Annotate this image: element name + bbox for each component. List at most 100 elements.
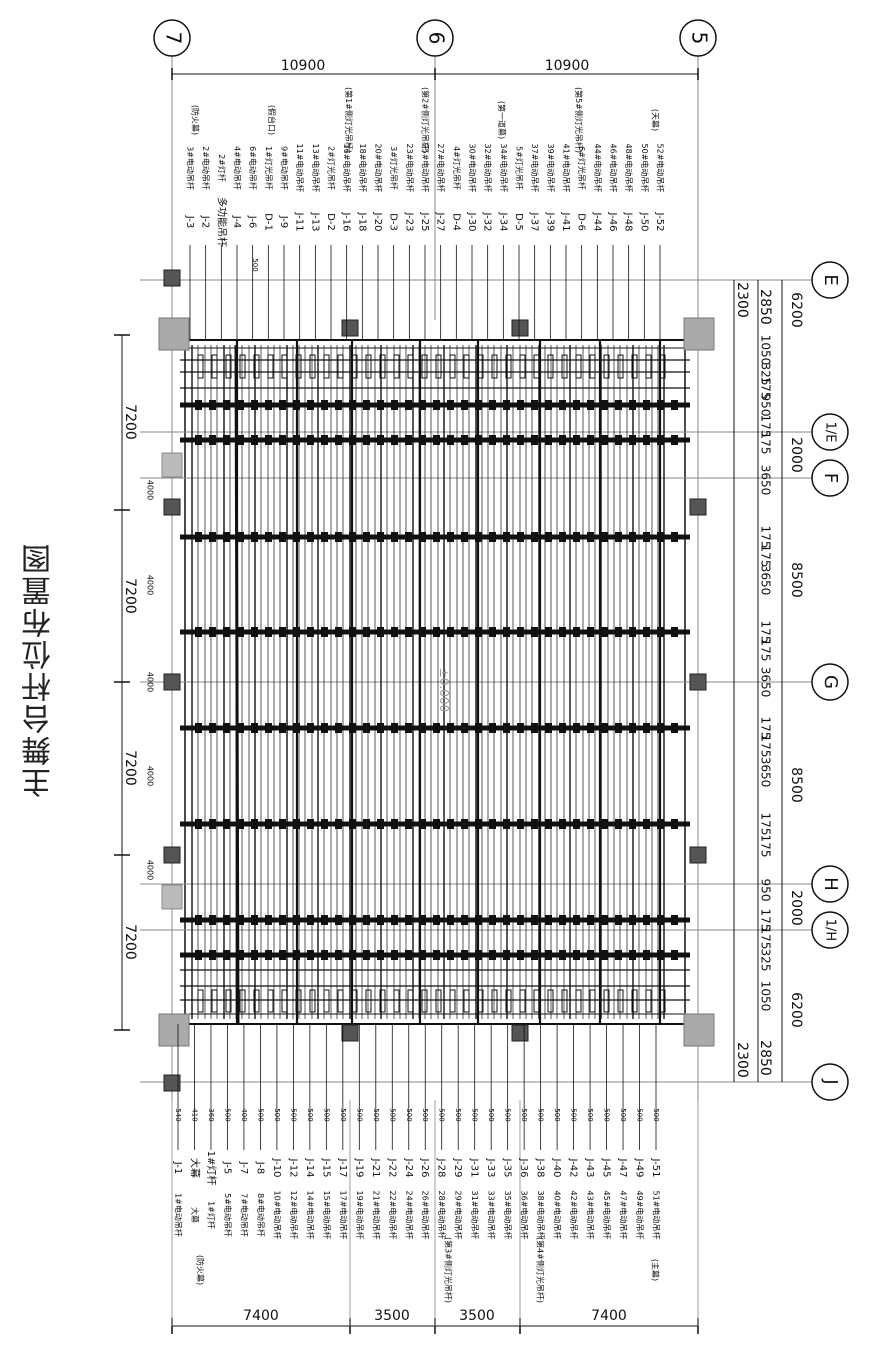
side-spacing-5: 4000 [146, 860, 155, 880]
bottom-bar-label: J-17 [337, 1158, 348, 1178]
rung [617, 989, 624, 1013]
bottom-spacing: 500 [405, 1108, 413, 1121]
column-large [158, 1013, 190, 1047]
dim-left-4: 7200 [122, 924, 138, 960]
rung [533, 989, 540, 1013]
truss-node [461, 627, 468, 637]
truss-node [391, 400, 398, 410]
axis-bubble-right [811, 663, 849, 701]
truss-node [503, 819, 510, 829]
truss-node [405, 435, 412, 445]
truss-node [419, 627, 426, 637]
dim-right-fine-16: 3650 [759, 757, 773, 788]
top-bar-note: 18#电动吊杆 [358, 144, 368, 193]
top-bar-label: J-52 [654, 212, 665, 232]
bottom-bar-note: 7#电动吊杆 [239, 1193, 249, 1237]
bottom-bar-label: J-5 [221, 1161, 232, 1175]
truss-node [671, 819, 678, 829]
axis-label-right-1-H: 1/H [823, 919, 838, 941]
bottom-spacing: 500 [273, 1108, 281, 1121]
truss-node [671, 723, 678, 733]
truss-node [349, 400, 356, 410]
side-spacing-4: 4000 [146, 766, 155, 786]
truss-node [489, 819, 496, 829]
top-bar-note: 3#电动吊杆 [186, 146, 196, 190]
truss-node [517, 723, 524, 733]
top-group-label: (假台口) [267, 105, 277, 135]
truss-node [461, 819, 468, 829]
truss-node [629, 723, 636, 733]
dim-right-outer-6: 6200 [788, 992, 804, 1028]
truss-node [321, 819, 328, 829]
bottom-bar-label: J-35 [502, 1158, 513, 1178]
bottom-spacing: 500 [570, 1108, 578, 1121]
truss-node [615, 915, 622, 925]
rung [225, 354, 232, 379]
bottom-spacing: 500 [256, 1108, 264, 1121]
truss-node [293, 435, 300, 445]
truss-node [545, 915, 552, 925]
rung [379, 354, 386, 379]
truss-node [671, 532, 678, 542]
top-bar-label: D-5 [513, 213, 524, 231]
truss-node [559, 950, 566, 960]
bottom-spacing: 500 [421, 1108, 429, 1121]
truss-node [223, 435, 230, 445]
rung [533, 354, 540, 379]
bottom-bar-note: 10#电动吊杆 [272, 1191, 282, 1240]
truss-node [419, 950, 426, 960]
truss-node [321, 532, 328, 542]
truss-node [419, 435, 426, 445]
truss-node [237, 819, 244, 829]
truss-node [321, 400, 328, 410]
truss-node [209, 627, 216, 637]
rung [519, 354, 526, 379]
bottom-bar-label: J-51 [650, 1158, 661, 1178]
truss-node [223, 950, 230, 960]
truss-node [489, 400, 496, 410]
truss-node [643, 819, 650, 829]
rung [295, 354, 302, 379]
bottom-bar-label: J-43 [584, 1158, 595, 1178]
rung [197, 989, 204, 1013]
top-bar-label: J-41 [560, 212, 571, 232]
bottom-bar-note: 29#电动吊杆 [454, 1191, 464, 1240]
rung [477, 989, 484, 1013]
bottom-bar-note: 12#电动吊杆 [289, 1191, 299, 1240]
truss-node [251, 950, 258, 960]
top-bar-label: J-44 [591, 212, 602, 232]
rung [505, 989, 512, 1013]
truss-node [503, 627, 510, 637]
bottom-bar-note: 47#电动吊杆 [619, 1191, 629, 1240]
top-bar-label: J-39 [544, 212, 555, 232]
bottom-bar-note: 15#电动吊杆 [322, 1191, 332, 1240]
rung [435, 354, 442, 379]
truss-node [671, 435, 678, 445]
bottom-bar-label: J-21 [370, 1158, 381, 1178]
bottom-bar-label: J-40 [551, 1158, 562, 1178]
top-bar-label: J-34 [497, 212, 508, 232]
bottom-bar-note: 35#电动吊杆 [503, 1191, 513, 1240]
truss-node [643, 532, 650, 542]
truss-node [545, 400, 552, 410]
truss-node [265, 950, 272, 960]
truss-node [237, 435, 244, 445]
top-bar-note: 3#灯光吊杆 [389, 146, 399, 190]
truss-node [489, 532, 496, 542]
truss-node [573, 627, 580, 637]
rung [267, 989, 274, 1013]
rung [421, 354, 428, 379]
truss-node [447, 532, 454, 542]
truss-node [419, 819, 426, 829]
bottom-spacing: 500 [289, 1108, 297, 1121]
truss-node [489, 435, 496, 445]
bottom-bar-label: J-24 [403, 1158, 414, 1178]
bottom-group-label: (第3#侧灯光吊杆) [444, 1237, 454, 1303]
top-bar-note: 34#电动吊杆 [499, 144, 509, 193]
dim-right-fine-22: 325 [759, 949, 773, 972]
bottom-spacing: 500 [537, 1108, 545, 1121]
axis-label-right-J: J [820, 1078, 841, 1084]
bottom-spacing: 500 [355, 1108, 363, 1121]
dim-right-outer-5: 2000 [788, 890, 804, 926]
bottom-spacing: 500 [603, 1108, 611, 1121]
